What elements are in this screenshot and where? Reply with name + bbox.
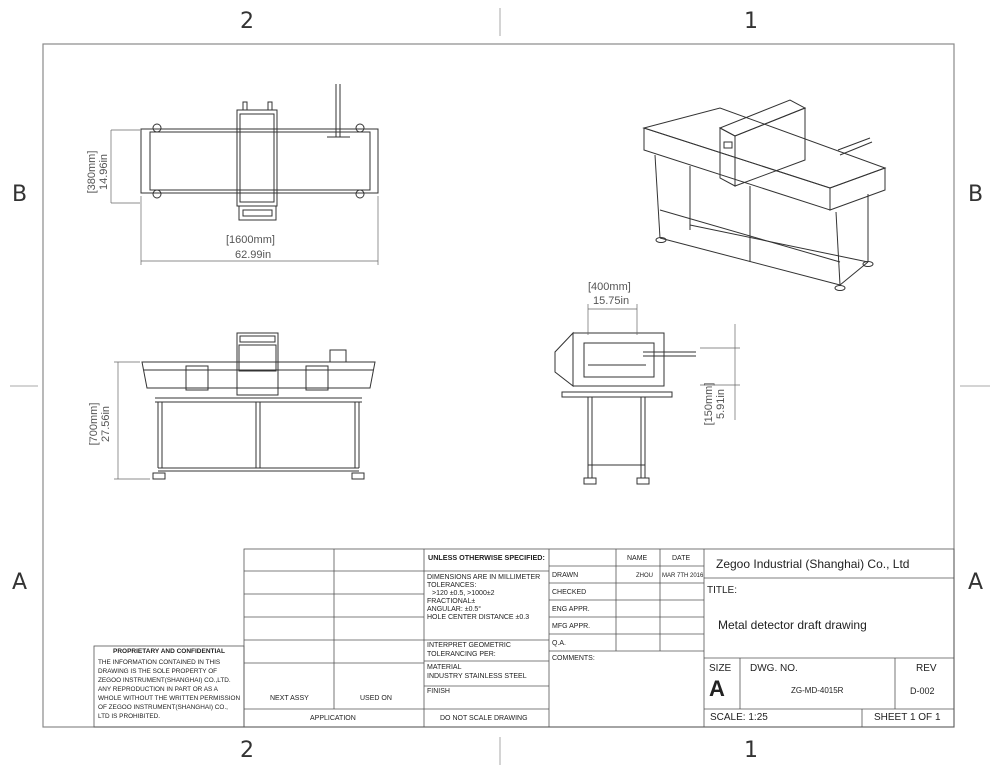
do-not-scale-label: DO NOT SCALE DRAWING xyxy=(440,715,528,722)
top-view-dimensions xyxy=(110,129,379,265)
interpret-label-1: INTERPRET GEOMETRIC xyxy=(427,642,511,649)
dim-aperture-in: 15.75in xyxy=(593,295,630,307)
dim-label: 5.91in xyxy=(715,389,727,419)
dim-label: [380mm] xyxy=(86,150,98,194)
proprietary-line: ANY REPRODUCTION IN PART OR AS A xyxy=(98,686,218,693)
dim-aperture-mm: [400mm] xyxy=(588,281,631,293)
proprietary-block: PROPRIETARY AND CONFIDENTIAL THE INFORMA… xyxy=(94,648,244,721)
tolerance-line: HOLE CENTER DISTANCE ±0.3 xyxy=(427,614,530,621)
zone-left-lower: A xyxy=(12,570,28,595)
tolerance-line: FRACTIONAL± xyxy=(427,598,476,605)
tolerances-block: DIMENSIONS ARE IN MILLIMETER TOLERANCES:… xyxy=(427,574,540,622)
zone-left-upper: B xyxy=(12,182,28,207)
finish-label: FINISH xyxy=(427,688,450,695)
drawn-date: MAR 7TH 2016 xyxy=(662,573,704,579)
tolerance-line: DIMENSIONS ARE IN MILLIMETER xyxy=(427,574,541,581)
qa-label: Q.A. xyxy=(552,640,567,647)
material-value: INDUSTRY STAINLESS STEEL xyxy=(427,673,527,680)
zone-top-left: 2 xyxy=(240,9,254,34)
date-header: DATE xyxy=(672,555,691,562)
dim-label: [700mm] xyxy=(88,402,100,446)
drawn-label: DRAWN xyxy=(552,572,579,579)
dim-height-top: [380mm] 14.96in xyxy=(86,142,110,202)
size-label: SIZE xyxy=(709,663,732,674)
dim-label: [150mm] xyxy=(703,382,715,426)
dim-length-mm: [1600mm] xyxy=(226,234,275,246)
zone-right-lower: A xyxy=(968,570,984,595)
rev-value: D-002 xyxy=(910,686,935,696)
material-label: MATERIAL xyxy=(427,664,462,671)
zone-bottom-right: 1 xyxy=(744,738,758,763)
dwg-no-label: DWG. NO. xyxy=(750,663,798,674)
mfg-appr-label: MFG APPR. xyxy=(552,623,591,630)
used-on-label: USED ON xyxy=(360,695,392,702)
tolerance-line: >120 ±0.5, >1000±2 xyxy=(432,590,495,597)
tolerance-line: ANGULAR: ±0.5° xyxy=(427,606,482,613)
name-header: NAME xyxy=(627,555,648,562)
top-view xyxy=(140,84,379,221)
side-view-dimensions xyxy=(587,304,740,420)
proprietary-line: LTD IS PROHIBITED. xyxy=(98,713,161,720)
zone-top-right: 1 xyxy=(744,9,758,34)
title-label: TITLE: xyxy=(707,585,738,596)
proprietary-line: DRAWING IS THE SOLE PROPERTY OF xyxy=(98,668,218,675)
zone-right-upper: B xyxy=(968,182,984,207)
interpret-label-2: TOLERANCING PER: xyxy=(427,651,496,658)
proprietary-text: THE INFORMATION CONTAINED IN THIS DRAWIN… xyxy=(94,658,244,721)
drawing-title: Metal detector draft drawing xyxy=(718,618,867,632)
scale-label: SCALE: 1:25 xyxy=(710,712,768,723)
isometric-view xyxy=(642,99,887,291)
proprietary-line: WHOLE WITHOUT THE WRITTEN PERMISSION xyxy=(98,695,241,702)
zone-bottom-left: 2 xyxy=(240,738,254,763)
proprietary-title: PROPRIETARY AND CONFIDENTIAL xyxy=(113,648,225,655)
title-block-grid xyxy=(93,548,955,728)
dim-label: 27.56in xyxy=(100,405,112,443)
front-view xyxy=(141,332,376,480)
rev-label: REV xyxy=(916,663,937,674)
eng-appr-label: ENG APPR. xyxy=(552,606,590,613)
zone-ticks xyxy=(10,8,990,765)
side-view xyxy=(554,331,696,485)
dim-height-front: [700mm] 27.56in xyxy=(88,394,112,454)
drawn-name: ZHOU xyxy=(636,573,653,579)
dim-length-in: 62.99in xyxy=(235,249,272,261)
proprietary-line: THE INFORMATION CONTAINED IN THIS xyxy=(98,659,221,666)
comments-label: COMMENTS: xyxy=(552,655,595,662)
application-label: APPLICATION xyxy=(310,715,356,722)
next-assy-label: NEXT ASSY xyxy=(270,695,309,702)
dim-label: 14.96in xyxy=(98,153,110,191)
size-value: A xyxy=(709,676,725,701)
dwg-no-value: ZG-MD-4015R xyxy=(791,686,844,695)
checked-label: CHECKED xyxy=(552,589,587,596)
proprietary-line: ZEGOO INSTRUMENT(SHANGHAI) CO.,LTD. xyxy=(98,677,231,684)
dim-side-height: [150mm] 5.91in xyxy=(703,374,727,434)
tolerance-line: TOLERANCES: xyxy=(427,582,477,589)
unless-specified: UNLESS OTHERWISE SPECIFIED: xyxy=(428,553,545,562)
front-view-dimensions xyxy=(114,361,150,480)
sheet-label: SHEET 1 OF 1 xyxy=(874,712,941,723)
proprietary-line: OF ZEGOO INSTRUMENT(SHANGHAI) CO., xyxy=(98,704,228,711)
company-name: Zegoo Industrial (Shanghai) Co., Ltd xyxy=(716,557,910,571)
